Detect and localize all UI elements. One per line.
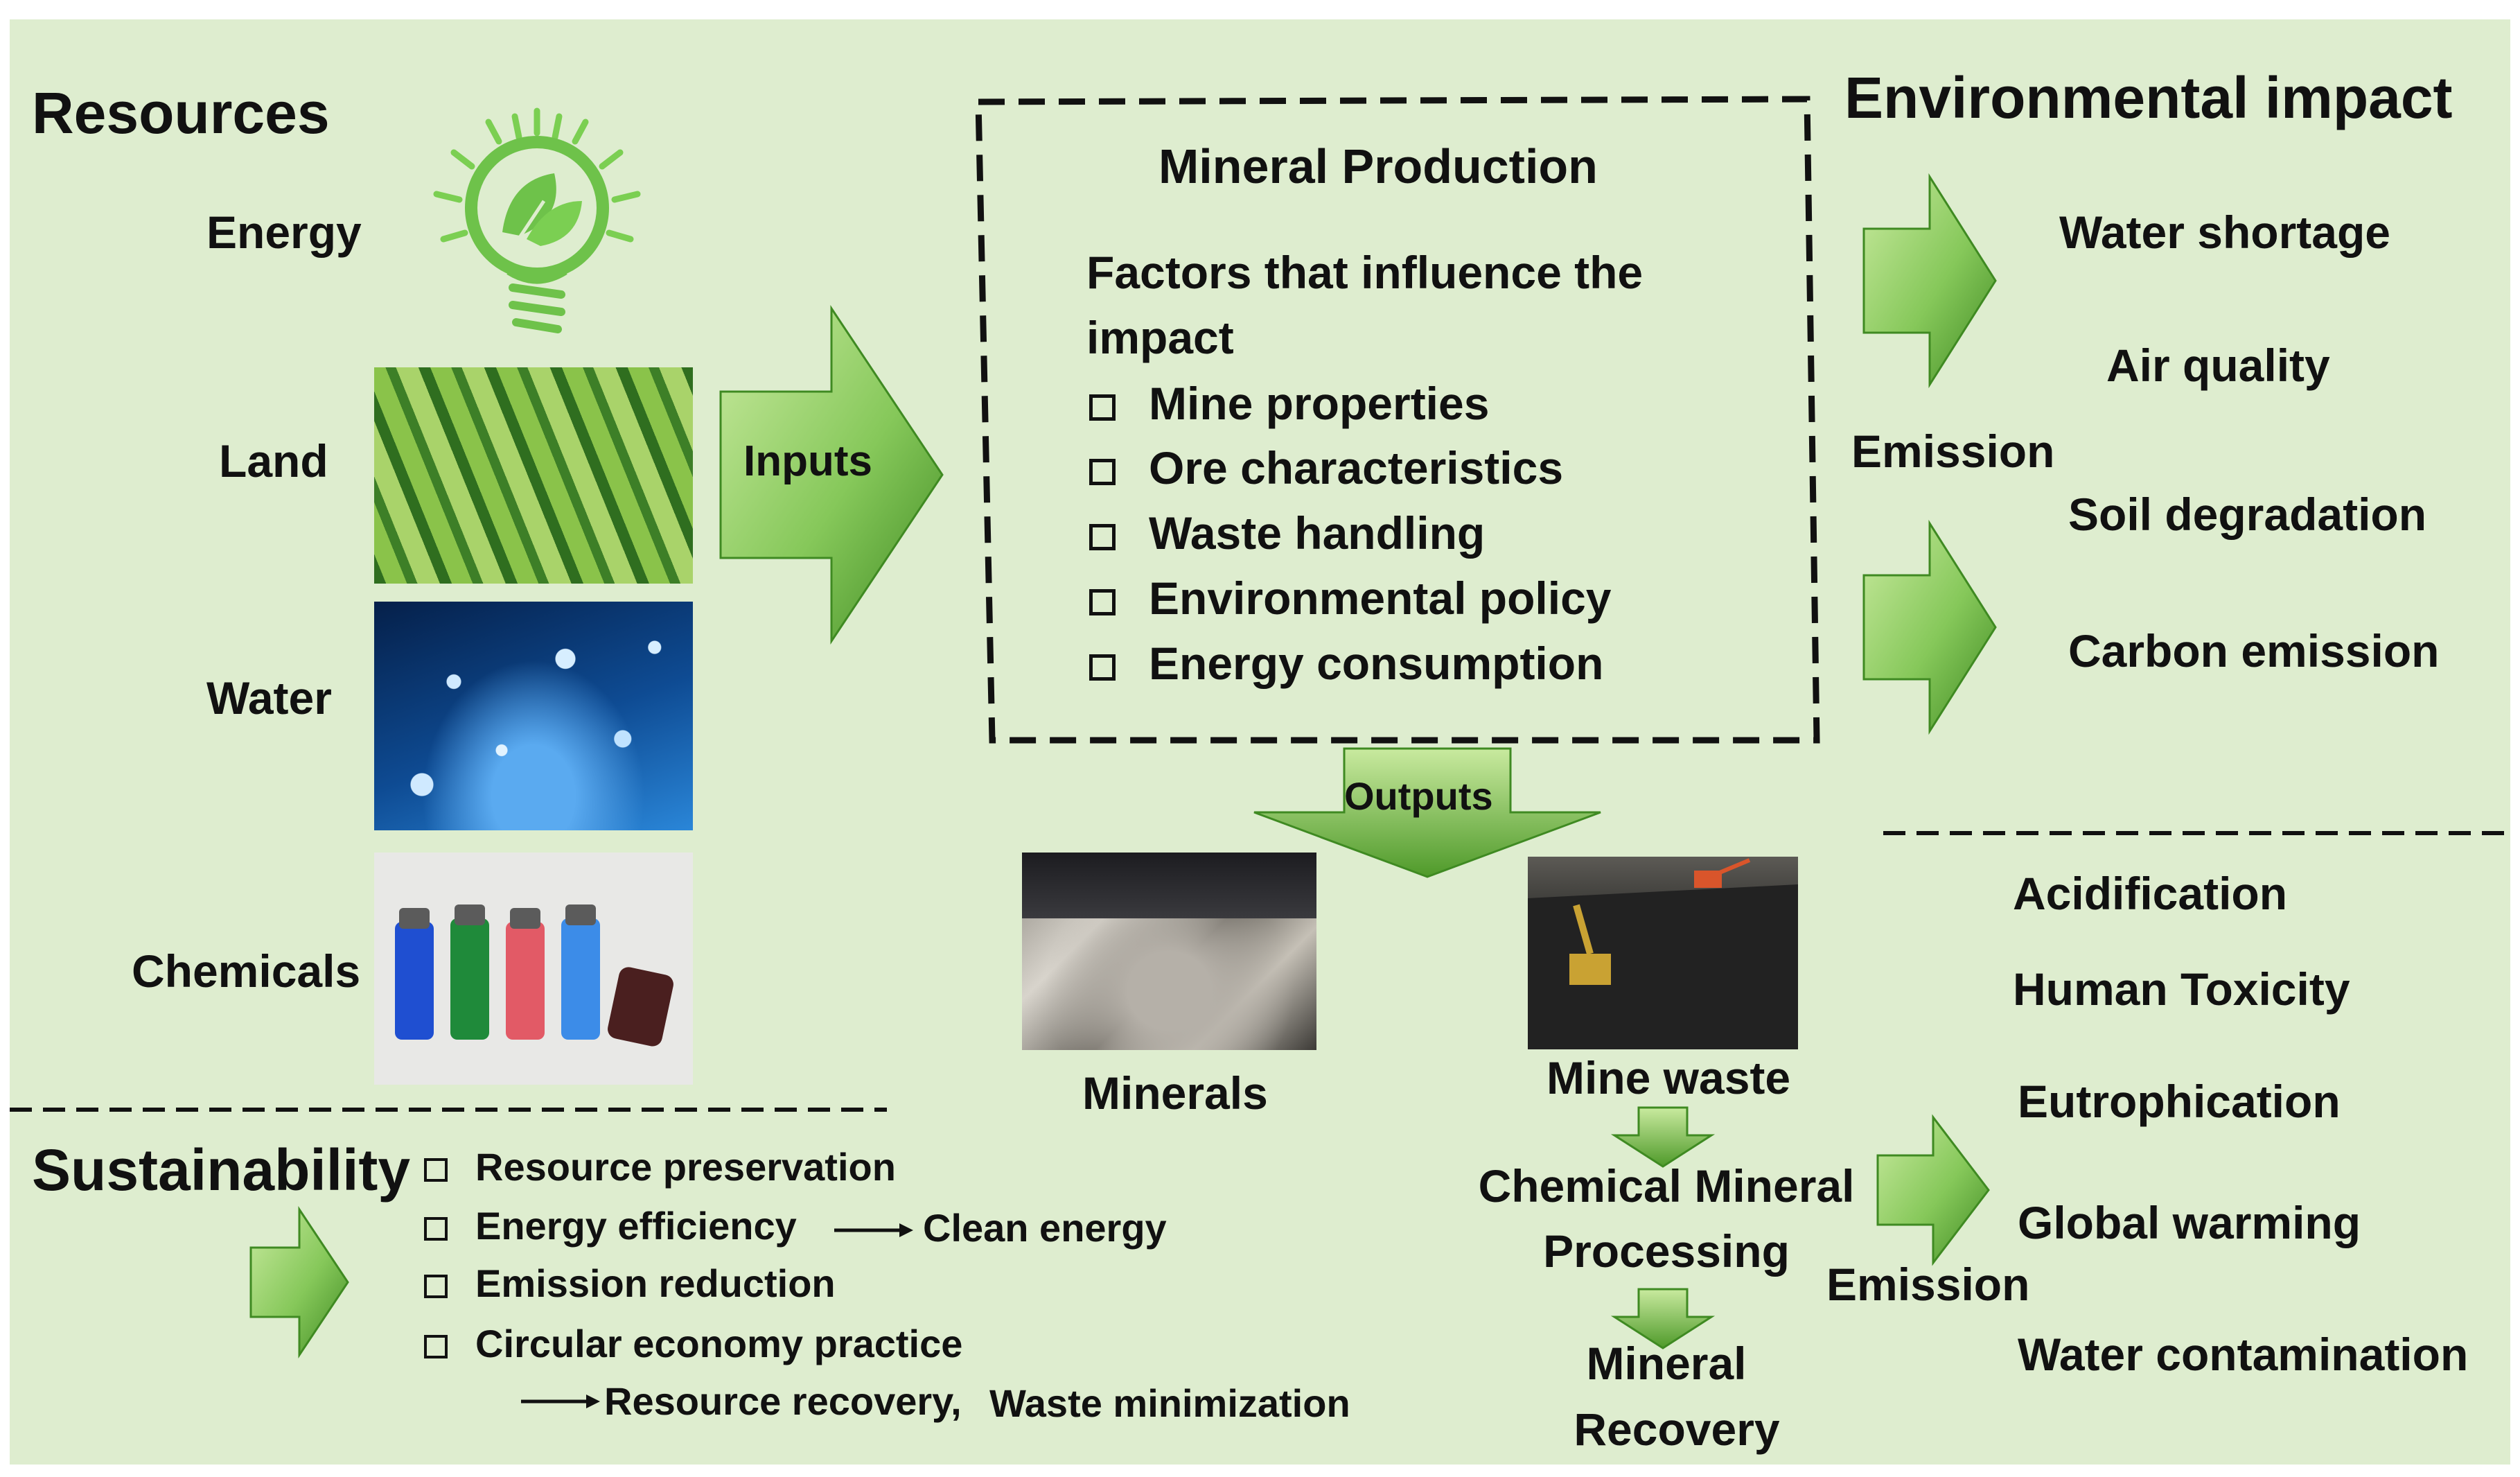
resource-chemicals: Chemicals: [132, 945, 361, 997]
output-mine-waste: Mine waste: [1547, 1052, 1791, 1103]
recovery-line1: Mineral: [1586, 1338, 1747, 1389]
output-minerals: Minerals: [1082, 1067, 1268, 1119]
waste-to-processing-arrow: [1610, 1106, 1716, 1168]
checkbox-icon: [424, 1158, 448, 1182]
resource-recovery-text: Resource recovery,: [604, 1379, 962, 1423]
sustainability-arrow: [249, 1206, 349, 1358]
energy-bulb-icon: [433, 107, 641, 333]
impact-acidification: Acidification: [2013, 868, 2288, 919]
sustainability-item: Resource preservation: [424, 1145, 896, 1189]
arrow-energy-to-clean: [834, 1223, 913, 1237]
resource-energy: Energy: [206, 207, 362, 258]
emission-label-top: Emission: [1851, 426, 2055, 477]
checkbox-icon: [1089, 654, 1116, 681]
sustainability-item: Energy efficiency: [424, 1204, 797, 1248]
recovery-line2: Recovery: [1574, 1404, 1780, 1455]
resources-title: Resources: [32, 80, 330, 146]
land-photo: [374, 367, 693, 584]
checkbox-icon: [1089, 394, 1116, 421]
impact-eutrophication: Eutrophication: [2018, 1076, 2341, 1127]
water-photo: [374, 602, 693, 830]
sustainability-title: Sustainability: [32, 1137, 411, 1203]
resource-land: Land: [219, 435, 328, 487]
processing-line2: Processing: [1543, 1225, 1790, 1277]
production-subtitle-line1: Factors that influence the: [1086, 247, 1644, 298]
processing-line1: Chemical Mineral: [1478, 1160, 1855, 1212]
impact-water-shortage: Water shortage: [2059, 207, 2390, 258]
factor-item: Energy consumption: [1089, 638, 1603, 690]
environment-title: Environmental impact: [1844, 65, 2453, 130]
impact-carbon-emission: Carbon emission: [2068, 625, 2440, 676]
checkbox-icon: [1089, 459, 1116, 485]
emission-arrow-top-1: [1862, 173, 1997, 389]
production-box-border: [975, 96, 1820, 744]
factor-item: Environmental policy: [1089, 573, 1611, 625]
emission-arrow-bottom: [1876, 1114, 1990, 1266]
inputs-arrow: [719, 305, 944, 645]
processing-to-recovery-arrow: [1610, 1288, 1716, 1349]
impact-human-toxicity: Human Toxicity: [2013, 963, 2350, 1015]
outputs-label: Outputs: [1344, 774, 1493, 818]
impact-soil-degradation: Soil degradation: [2068, 489, 2427, 540]
mine-waste-photo: [1528, 857, 1798, 1049]
emission-label-bottom: Emission: [1826, 1259, 2030, 1310]
impact-water-contamination: Water contamination: [2018, 1329, 2469, 1380]
checkbox-icon: [424, 1275, 448, 1298]
sustainability-item: Emission reduction: [424, 1261, 836, 1306]
checkbox-icon: [1089, 524, 1116, 550]
checkbox-icon: [1089, 589, 1116, 615]
factor-item: Mine properties: [1089, 378, 1489, 430]
impact-global-warming: Global warming: [2018, 1197, 2361, 1248]
factor-item: Waste handling: [1089, 507, 1485, 560]
impact-air-quality: Air quality: [2106, 340, 2330, 391]
checkbox-icon: [424, 1335, 448, 1358]
emission-arrow-top-2: [1862, 519, 1997, 735]
resource-water: Water: [206, 672, 332, 724]
production-subtitle-line2: impact: [1086, 312, 1234, 363]
chemicals-photo: [374, 853, 693, 1085]
arrow-circular-to-recovery: [521, 1395, 600, 1408]
checkbox-icon: [424, 1217, 448, 1241]
production-title: Mineral Production: [1158, 139, 1598, 193]
inputs-label: Inputs: [743, 437, 872, 485]
waste-minimization-text: Waste minimization: [989, 1381, 1350, 1425]
factor-item: Ore characteristics: [1089, 442, 1563, 495]
minerals-photo: [1022, 853, 1316, 1050]
sustainability-item: Circular economy practice: [424, 1322, 962, 1366]
clean-energy-text: Clean energy: [923, 1206, 1167, 1250]
outputs-arrow: [1253, 747, 1601, 878]
